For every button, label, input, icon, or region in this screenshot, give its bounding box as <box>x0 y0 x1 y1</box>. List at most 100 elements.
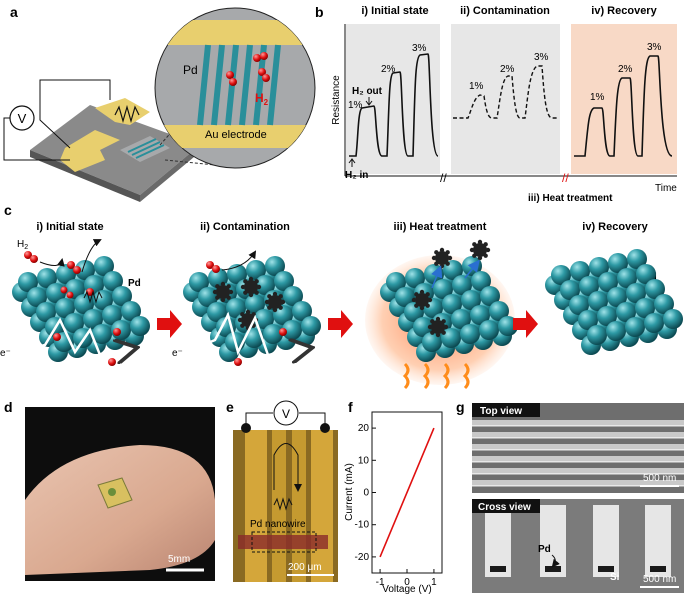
pd-cap <box>545 566 561 572</box>
contaminant <box>411 289 433 311</box>
bg-recovery <box>571 24 677 174</box>
pd-atom <box>112 286 132 306</box>
nanowire-stripe <box>472 432 684 437</box>
pd-atom <box>301 316 321 336</box>
bg-contamination <box>451 24 560 174</box>
pd-atom <box>265 256 285 276</box>
g-pd-arrow <box>551 554 560 568</box>
curve-initial <box>349 53 439 157</box>
pd-atom <box>227 264 247 284</box>
e-electrode-1 <box>245 430 267 582</box>
pd-atom <box>636 264 656 284</box>
pd-atom <box>292 301 312 321</box>
voltmeter-label: V <box>18 111 27 126</box>
e-scale-label: 200 μm <box>288 562 322 573</box>
zoom-line-2 <box>164 159 216 166</box>
pd-atom <box>479 320 499 340</box>
chip-top <box>30 105 200 195</box>
nanowire-edge <box>472 485 684 487</box>
pd-atom <box>255 275 275 295</box>
pd-atom <box>103 271 123 291</box>
top-view-tag <box>472 403 540 417</box>
electrode-pad-top <box>95 98 150 125</box>
e-voltmeter-label: V <box>282 407 290 421</box>
cross-view-tag <box>472 499 540 513</box>
pd-atom <box>452 275 472 295</box>
pd-atom <box>263 324 283 344</box>
desorb-arrow-1 <box>431 265 443 289</box>
e-electrode-3 <box>292 430 306 582</box>
b-rec-2pct: 2% <box>618 64 633 75</box>
chip-side-right <box>140 145 200 202</box>
pd-atom <box>121 301 141 321</box>
f-ytick-label: 0 <box>363 488 369 499</box>
pd-atom <box>625 317 645 337</box>
fingertip <box>25 445 215 575</box>
c-h2-flow-1 <box>24 239 102 299</box>
adsorbed-h <box>108 358 116 366</box>
nanowire-stripe <box>472 468 684 473</box>
adsorbed-h <box>279 328 287 336</box>
b-xlabel: Time <box>655 183 677 194</box>
curve-contamination <box>453 65 558 119</box>
pd-atom <box>616 302 636 322</box>
resistor-symbol-a <box>114 104 140 124</box>
pd-atom <box>588 291 608 311</box>
pd-atom <box>404 302 424 322</box>
pd-atom <box>471 271 491 291</box>
electron-path-2 <box>183 311 310 355</box>
pd-atom <box>480 286 500 306</box>
electron-path-1 <box>11 317 135 355</box>
pd-atom <box>94 256 114 276</box>
c-pd-left: Pd <box>128 278 141 289</box>
adsorbed-h <box>53 333 61 341</box>
nanowire-stripe <box>472 444 684 449</box>
panel-a: a V <box>3 4 316 202</box>
pd-atom <box>569 295 589 315</box>
pd-atom <box>626 283 646 303</box>
c-title-recovery: iv) Recovery <box>582 221 648 233</box>
wire-loop <box>3 117 70 161</box>
b-init-3pct: 3% <box>412 43 427 54</box>
f-iv-line <box>379 427 435 558</box>
b-title-initial: i) Initial state <box>361 5 428 17</box>
pd-atom <box>489 301 509 321</box>
h2-molecules-a <box>226 52 270 86</box>
pd-atom <box>470 305 490 325</box>
wire-left <box>39 90 71 149</box>
electrode-top-band <box>155 20 315 45</box>
panel-g: g Top view 500 nm Cross view Pd Si 500 n… <box>456 399 684 593</box>
nanowires-small <box>127 138 165 159</box>
pd-atom <box>461 290 481 310</box>
process-arrows <box>157 310 538 338</box>
top-scale-label: 500 nm <box>643 473 676 484</box>
nanowire-edge <box>472 461 684 463</box>
pd-atom <box>608 253 628 273</box>
panel-f-letter: f <box>348 399 353 415</box>
d-scale-label: 5mm <box>168 554 190 565</box>
pd-atom <box>598 272 618 292</box>
b-h2-in-arrow <box>348 158 356 167</box>
nanowire-stripe <box>472 480 684 485</box>
pd-atom <box>102 305 122 325</box>
b-title-contamination: ii) Contamination <box>460 5 550 17</box>
pd-label-a: Pd <box>183 63 198 77</box>
pd-cap <box>490 566 506 572</box>
pd-atom <box>663 309 683 329</box>
nanowire-edge <box>472 425 684 427</box>
pd-atom <box>578 310 598 330</box>
b-h2-in: H₂ in <box>345 170 368 181</box>
pd-atom <box>560 280 580 300</box>
si-pillar <box>645 505 671 577</box>
e-nanowire-label: Pd nanowire <box>250 519 306 530</box>
pd-atom <box>442 294 462 314</box>
g-pd-label: Pd <box>538 544 551 555</box>
contaminant <box>212 281 234 303</box>
b-init-1pct: 1% <box>348 100 363 111</box>
flame <box>462 362 470 390</box>
e-resistor-symbol <box>273 497 293 511</box>
flame <box>402 362 410 390</box>
panel-b: b i) Initial state ii) Contamination iv)… <box>315 4 677 204</box>
pd-atom <box>46 283 66 303</box>
